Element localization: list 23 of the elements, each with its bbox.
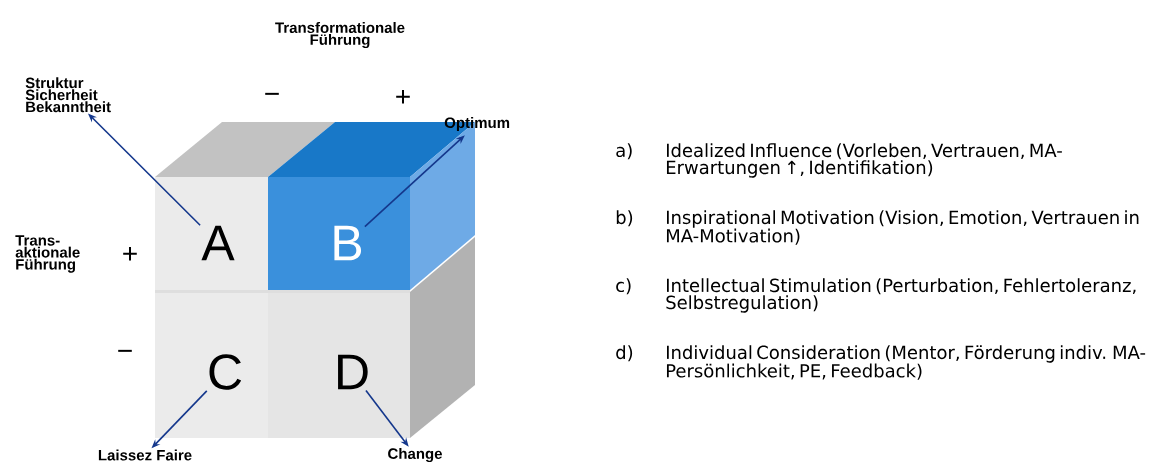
arrow: [364, 135, 465, 228]
outcome-label: Laissez Faire: [98, 449, 192, 461]
list-item-text: Individual Consideration (Mentor, Förderung indiv. MA-Persönlichkeit, PE, Feedback): [667, 345, 1146, 380]
list-marker: a): [616, 143, 632, 160]
list-marker: c): [616, 278, 631, 295]
list-item-text: Inspirational Motivation (Vision, Emotion, Vertrauen in MA-Motivation): [667, 210, 1139, 245]
sign-symbol: −: [118, 349, 132, 352]
quadrant-letter: B: [334, 225, 362, 261]
quadrant-letter: A: [201, 225, 235, 261]
quadrant-letter: C: [209, 354, 242, 390]
list-marker: d): [616, 345, 633, 362]
sign-symbol: −: [265, 92, 279, 95]
sign-symbol: +: [396, 89, 410, 104]
list-item-text: Intellectual Stimulation (Perturbation, Fehlertoleranz, Selbstregulation): [666, 278, 1136, 313]
outcome-label: Change: [388, 448, 442, 463]
outcome-label: Struktur Sicherheit Bekanntheit: [25, 77, 111, 113]
quadrant-letter: D: [338, 354, 368, 390]
axis-title: Transformationale Führung: [275, 22, 405, 49]
sign-symbol: +: [123, 246, 137, 261]
axis-title: Trans-aktionale Führung: [15, 235, 80, 273]
outcome-label: Optimum: [444, 117, 510, 131]
list-marker: b): [616, 210, 633, 227]
list-item-text: Idealized Influence (Vorleben, Vertrauen, MA-Erwartungen ↑, Identifikation): [667, 143, 1062, 178]
